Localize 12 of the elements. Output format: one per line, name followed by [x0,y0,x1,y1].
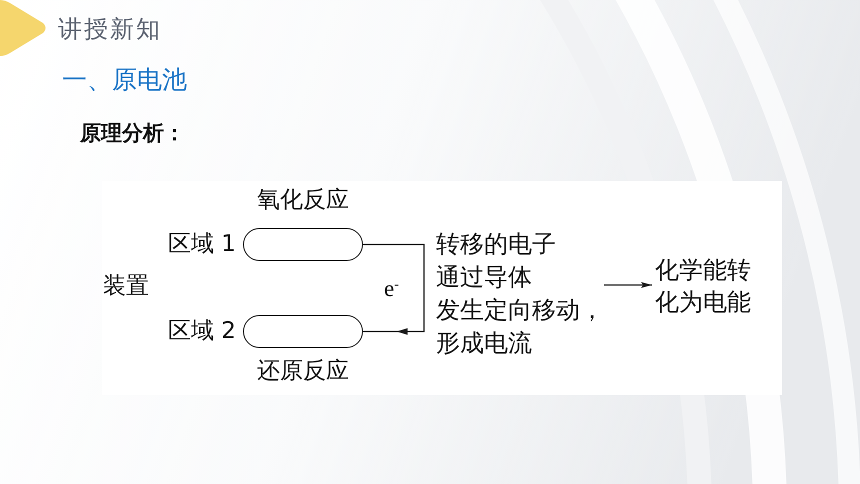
result-text: 化学能转化为电能 [652,254,755,318]
node-heading: 还原反应 [256,357,350,385]
subheading: 原理分析： [80,120,185,147]
arrow [604,282,652,288]
description-text: 转移的电子通过导体发生定向移动，形成电流 [436,228,604,360]
node-heading: 氧化反应 [256,186,350,214]
arrow [363,244,425,335]
slide-title: 一、原电池 [62,64,187,96]
region-label: 区域 2 [168,317,236,345]
region-label: 区域 1 [168,230,236,258]
section-header: 讲授新知 [58,14,162,44]
row-label: 装置 [103,272,149,300]
